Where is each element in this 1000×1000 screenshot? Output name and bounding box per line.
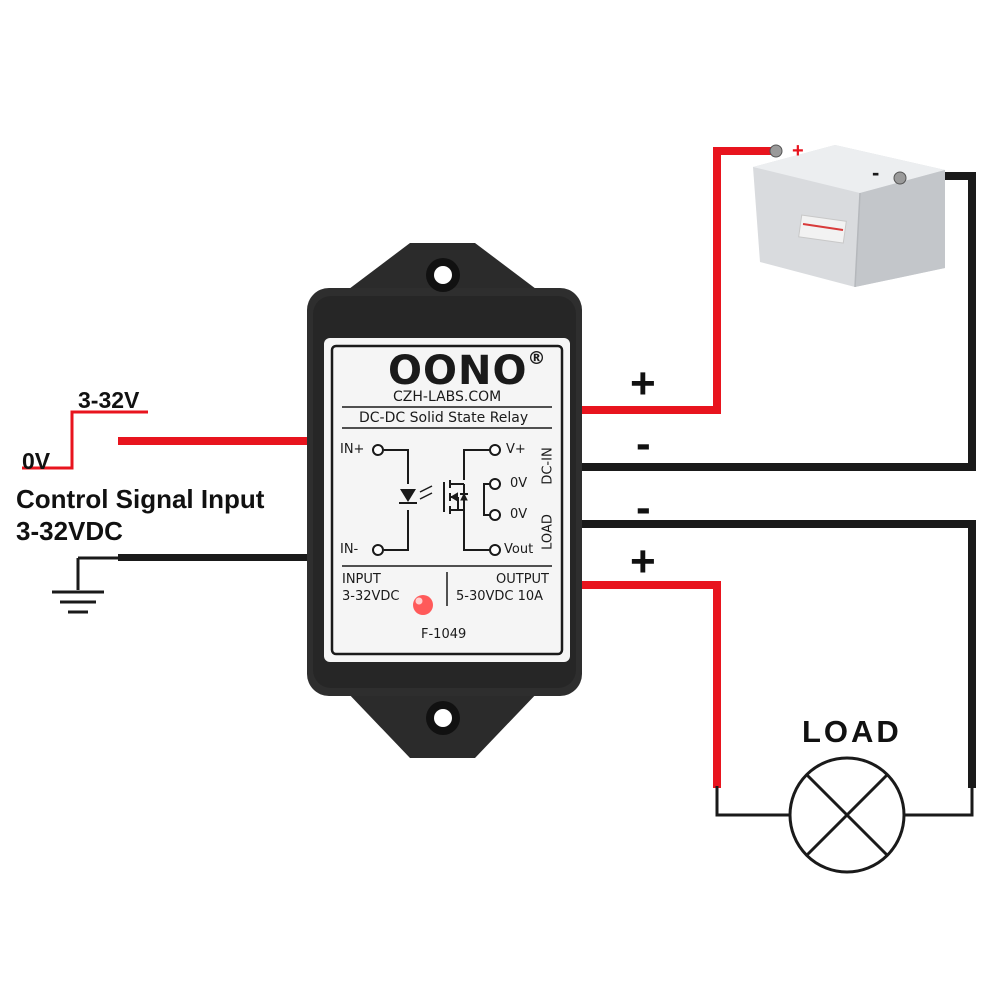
control-signal-subtitle: 3-32VDC	[16, 516, 123, 546]
relay-label-card	[324, 338, 570, 662]
input-label: INPUT	[342, 572, 381, 587]
control-positive-wire	[118, 437, 312, 445]
load-negative-label: -	[636, 483, 651, 532]
brand-logo: OONO®	[388, 348, 547, 394]
status-led-icon	[413, 595, 433, 615]
control-signal-title: Control Signal Input	[16, 484, 265, 514]
pin-in-plus-label: IN+	[340, 442, 365, 457]
load-positive-wire	[580, 581, 721, 788]
pin-0v-b-label: 0V	[510, 507, 528, 522]
input-range-label: 3-32VDC	[342, 589, 400, 604]
registered-mark: ®	[527, 348, 547, 369]
output-label: OUTPUT	[496, 572, 549, 587]
model-label: F-1049	[421, 627, 467, 642]
load-positive-label: +	[630, 537, 656, 586]
dcin-negative-label: -	[636, 419, 651, 468]
dcin-positive-label: +	[630, 359, 656, 408]
output-range-label: 5-30VDC 10A	[456, 589, 544, 604]
control-low-label: 0V	[22, 448, 51, 474]
control-signal-waveform	[22, 410, 148, 470]
battery-icon	[753, 144, 945, 288]
load-label: LOAD	[802, 714, 902, 749]
led-diode-icon	[399, 485, 433, 504]
control-high-label: 3-32V	[78, 387, 140, 413]
pin-vout-label: Vout	[504, 542, 534, 557]
pin-terminals	[372, 444, 501, 556]
dcin-positive-wire	[580, 147, 775, 414]
battery-negative-label: -	[872, 160, 880, 185]
side-label-dcin: DC-IN	[540, 447, 556, 485]
pin-in-minus-label: IN-	[340, 542, 359, 557]
side-label-load: LOAD	[540, 514, 556, 550]
pin-v-plus-label: V+	[506, 442, 526, 457]
relay-type-label: DC-DC Solid State Relay	[359, 410, 529, 426]
mosfet-icon	[443, 480, 468, 514]
battery-positive-label: +	[792, 140, 804, 162]
ground-icon	[52, 558, 104, 614]
load-lamp-icon	[788, 756, 906, 874]
load-negative-wire	[580, 520, 976, 788]
pin-0v-a-label: 0V	[510, 476, 528, 491]
website-label: CZH-LABS.COM	[393, 389, 502, 405]
brand-name: OONO	[388, 348, 528, 394]
control-negative-wire	[118, 554, 312, 561]
